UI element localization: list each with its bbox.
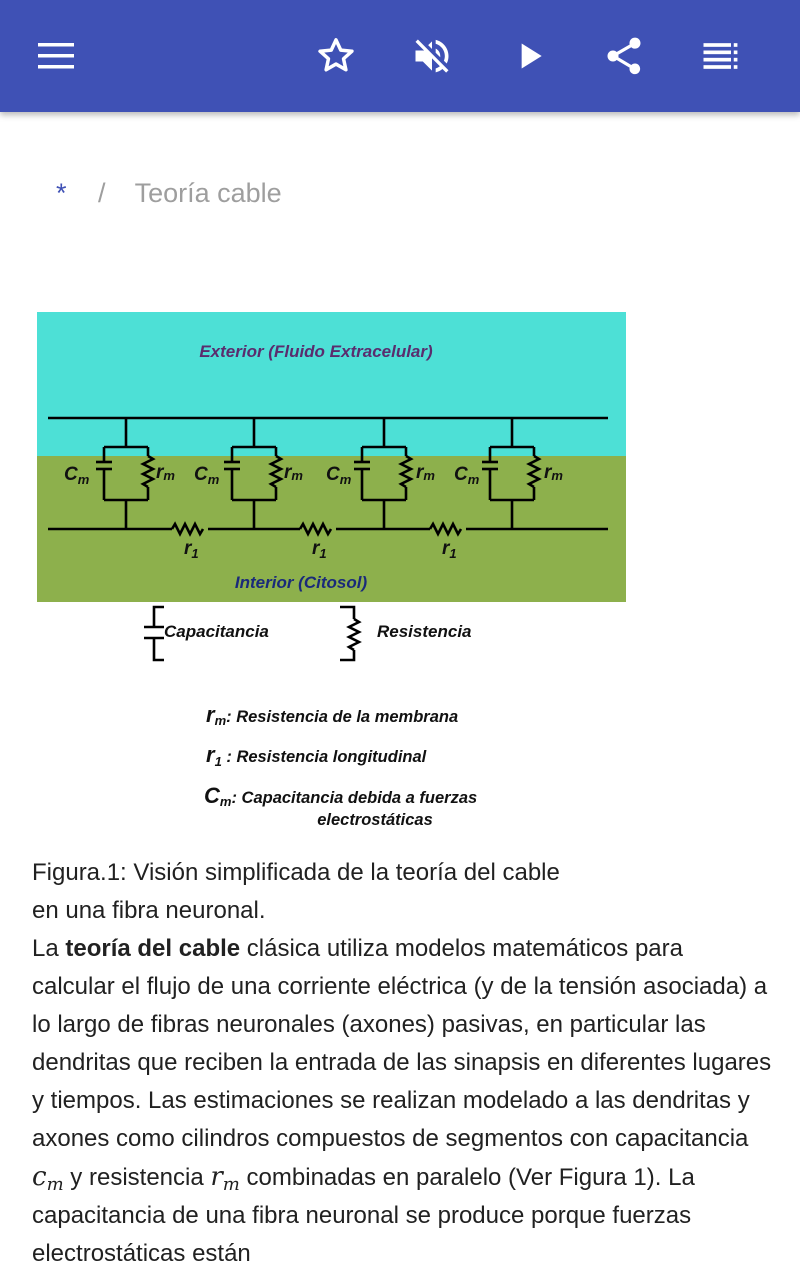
cm-label-2: Cm: [194, 464, 220, 487]
def-cm: Cm: Capacitancia debida a fuerzas: [204, 783, 477, 809]
breadcrumb-separator: /: [98, 178, 106, 208]
legend-resistance: Resistencia: [377, 622, 472, 641]
rm-label-4: rm: [544, 462, 563, 483]
app-bar: [0, 0, 800, 112]
playlist-icon: [703, 43, 738, 69]
cm-label-1: Cm: [64, 464, 90, 487]
rl-label-3: r1: [442, 538, 457, 561]
playlist-button[interactable]: [694, 30, 746, 82]
favorite-button[interactable]: [310, 30, 362, 82]
breadcrumb-current: Teoría cable: [134, 178, 282, 208]
cable-theory-figure: Exterior (Fluido Extracelular) Interior …: [36, 310, 628, 840]
share-icon: [607, 37, 641, 75]
star-icon: [318, 38, 354, 72]
rl-label-1: r1: [184, 538, 199, 561]
figure-caption-line2: en una fibra neuronal.: [32, 897, 266, 924]
math-rm: rm: [210, 1162, 240, 1195]
play-button[interactable]: [504, 30, 556, 82]
exterior-region: [37, 312, 626, 458]
cm-label-4: Cm: [454, 464, 480, 487]
breadcrumb-home-link[interactable]: *: [56, 178, 67, 208]
legend-capacitance: Capacitancia: [164, 622, 269, 641]
menu-icon: [38, 43, 74, 69]
article-text: Figura.1: Visión simplificada de la teor…: [32, 854, 772, 1273]
figure-caption-line1: Figura.1: Visión simplificada de la teor…: [32, 859, 560, 886]
cm-label-3: Cm: [326, 464, 352, 487]
exterior-label: Exterior (Fluido Extracelular): [199, 342, 433, 361]
breadcrumb: * / Teoría cable: [56, 178, 282, 209]
interior-label: Interior (Citosol): [235, 573, 368, 592]
volume-off-icon: [415, 39, 449, 73]
definitions: rm: Resistencia de la membrana r1 : Resi…: [204, 702, 477, 829]
math-cm: cm: [32, 1162, 64, 1195]
share-button[interactable]: [598, 30, 650, 82]
play-icon: [521, 43, 542, 69]
legend-symbols: [144, 605, 362, 662]
rl-label-2: r1: [312, 538, 327, 561]
bold-term: teoría del cable: [65, 935, 241, 962]
rm-label-1: rm: [156, 462, 175, 483]
rm-label-3: rm: [416, 462, 435, 483]
menu-button[interactable]: [30, 30, 82, 82]
def-rl: r1 : Resistencia longitudinal: [206, 742, 427, 769]
circuit-wires: [48, 416, 608, 537]
def-rm: rm: Resistencia de la membrana: [206, 702, 458, 728]
def-cm-line2: electrostáticas: [317, 811, 433, 829]
mute-button[interactable]: [406, 30, 458, 82]
figure-caption: Figura.1: Visión simplificada de la teor…: [32, 854, 772, 930]
rm-label-2: rm: [284, 462, 303, 483]
article-paragraph: La teoría del cable clásica utiliza mode…: [32, 935, 772, 1267]
circuit-diagram: Exterior (Fluido Extracelular) Interior …: [37, 312, 626, 829]
